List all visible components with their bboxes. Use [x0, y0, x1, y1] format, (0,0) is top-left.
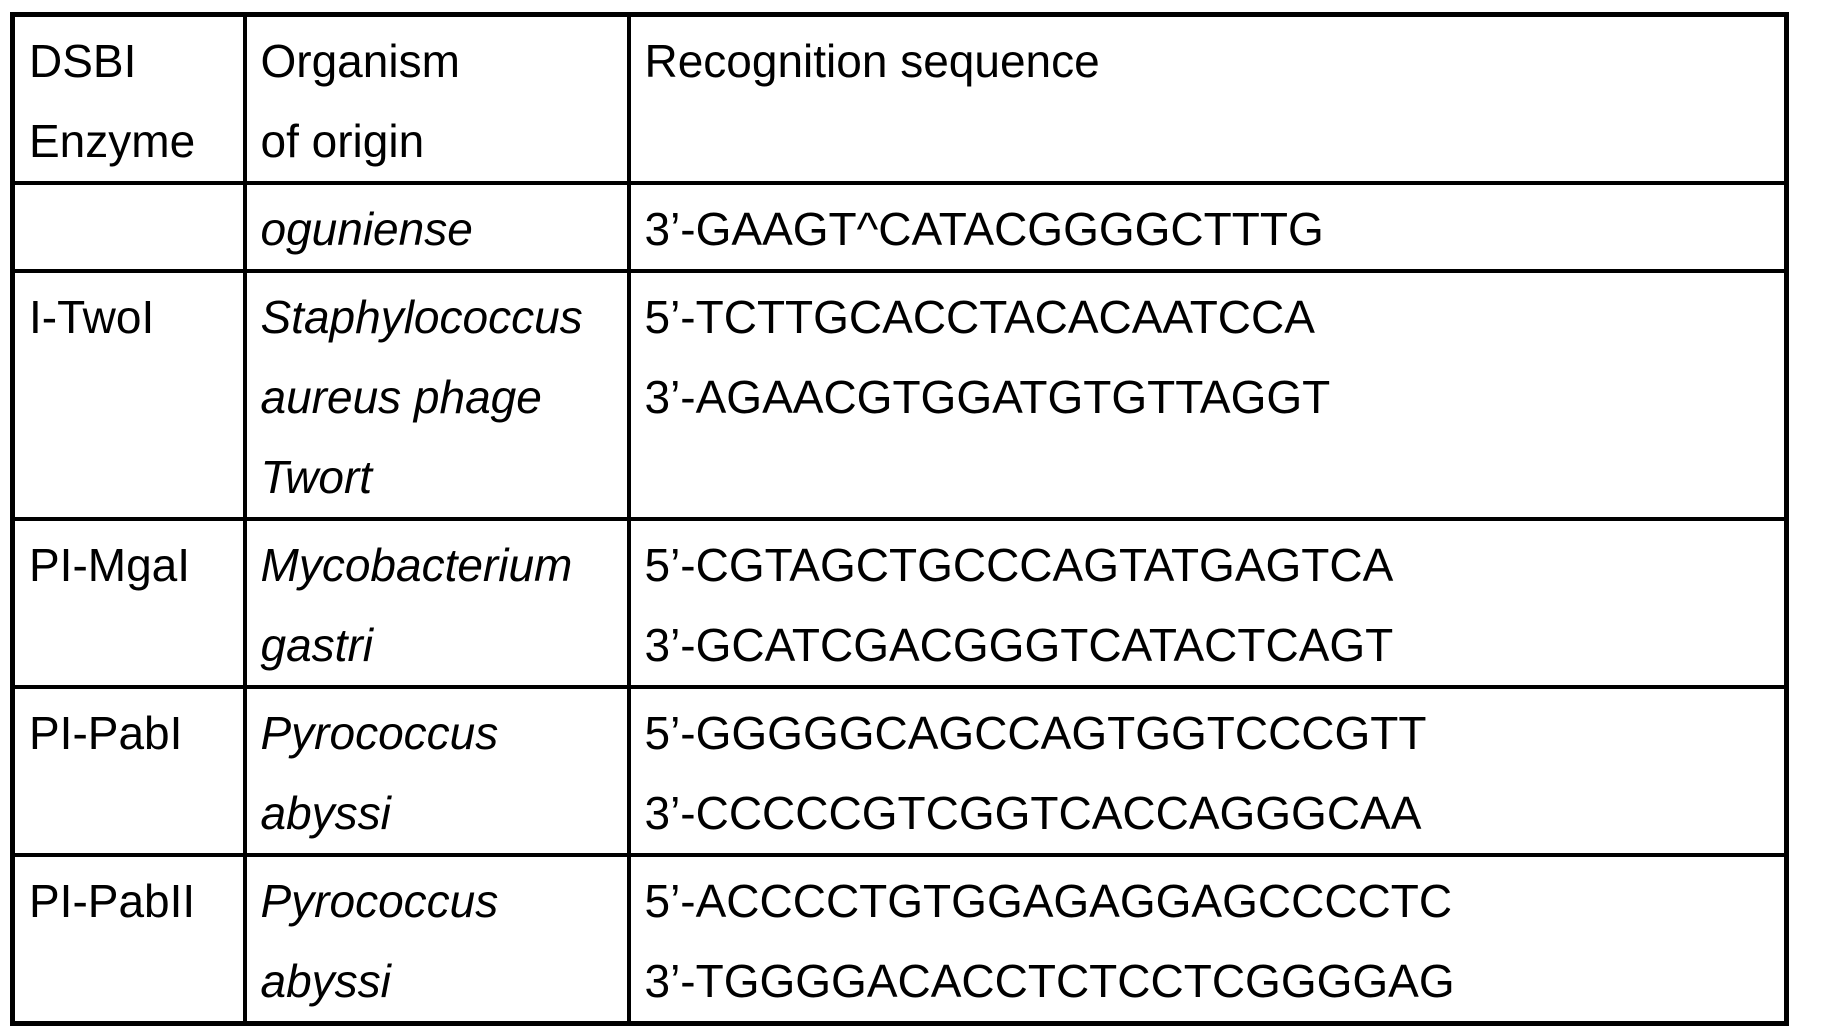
header-enzyme-line: DSBI — [29, 35, 137, 87]
organism-line: abyssi — [260, 955, 391, 1007]
enzyme-name: PI-MgaI — [29, 539, 191, 591]
organism-line: gastri — [260, 619, 373, 671]
organism-line: Pyrococcus — [260, 875, 499, 927]
organism-line: aureus phage — [260, 371, 542, 423]
enzyme-cell: PI-PabI — [10, 685, 247, 857]
document-page: DSBI Enzyme Organism of origin Recogniti… — [10, 12, 1789, 1026]
sequence-line: 5’-CGTAGCTGCCCAGTATGAGTCA — [644, 539, 1394, 591]
table-row: PI-PabI Pyrococcus abyssi 5’-GGGGGCAGCCA… — [10, 685, 1789, 857]
header-organism-line: Organism — [260, 35, 460, 87]
enzyme-cell: I-TwoI — [10, 269, 247, 521]
table-row: PI-MgaI Mycobacterium gastri 5’-CGTAGCTG… — [10, 517, 1789, 689]
sequence-line: 3’-GAAGT^CATACGGGGCTTTG — [644, 203, 1324, 255]
sequence-line: 5’-TCTTGCACCTACACAATCCA — [644, 291, 1315, 343]
table-row: I-TwoI Staphylococcus aureus phage Twort… — [10, 269, 1789, 521]
sequence-line: 3’-CCCCCGTCGGTCACCAGGGCAA — [644, 787, 1422, 839]
sequence-cell: 5’-CGTAGCTGCCCAGTATGAGTCA 3’-GCATCGACGGG… — [626, 517, 1789, 689]
enzyme-cell — [10, 181, 247, 273]
organism-cell: Pyrococcus abyssi — [242, 685, 631, 857]
header-cell-organism: Organism of origin — [242, 12, 631, 185]
header-cell-enzyme: DSBI Enzyme — [10, 12, 247, 185]
table-header-row: DSBI Enzyme Organism of origin Recogniti… — [10, 12, 1789, 185]
header-sequence-label: Recognition sequence — [644, 35, 1100, 87]
organism-cell: oguniense — [242, 181, 631, 273]
sequence-line: 3’-TGGGGACACCTCTCCTCGGGGAG — [644, 955, 1455, 1007]
organism-cell: Mycobacterium gastri — [242, 517, 631, 689]
organism-cell: Pyrococcus abyssi — [242, 853, 631, 1026]
enzyme-name: PI-PabII — [29, 875, 196, 927]
organism-line: Staphylococcus — [260, 291, 583, 343]
sequence-cell: 3’-GAAGT^CATACGGGGCTTTG — [626, 181, 1789, 273]
organism-cell: Staphylococcus aureus phage Twort — [242, 269, 631, 521]
enzyme-recognition-table: DSBI Enzyme Organism of origin Recogniti… — [10, 12, 1789, 1026]
table-row: oguniense 3’-GAAGT^CATACGGGGCTTTG — [10, 181, 1789, 273]
enzyme-name: I-TwoI — [29, 291, 155, 343]
header-organism-line: of origin — [260, 115, 425, 167]
sequence-cell: 5’-GGGGGCAGCCAGTGGTCCCGTT 3’-CCCCCGTCGGT… — [626, 685, 1789, 857]
enzyme-cell: PI-PabII — [10, 853, 247, 1026]
organism-line: Pyrococcus — [260, 707, 499, 759]
sequence-line: 3’-AGAACGTGGATGTGTTAGGT — [644, 371, 1331, 423]
enzyme-name: PI-PabI — [29, 707, 183, 759]
sequence-line: 3’-GCATCGACGGGTCATACTCAGT — [644, 619, 1394, 671]
sequence-cell: 5’-ACCCCTGTGGAGAGGAGCCCCTC 3’-TGGGGACACC… — [626, 853, 1789, 1026]
sequence-line: 5’-ACCCCTGTGGAGAGGAGCCCCTC — [644, 875, 1453, 927]
organism-line: oguniense — [260, 203, 473, 255]
organism-line: Mycobacterium — [260, 539, 573, 591]
organism-line: abyssi — [260, 787, 391, 839]
sequence-cell: 5’-TCTTGCACCTACACAATCCA 3’-AGAACGTGGATGT… — [626, 269, 1789, 521]
table-row: PI-PabII Pyrococcus abyssi 5’-ACCCCTGTGG… — [10, 853, 1789, 1026]
header-enzyme-line: Enzyme — [29, 115, 196, 167]
enzyme-cell: PI-MgaI — [10, 517, 247, 689]
sequence-line: 5’-GGGGGCAGCCAGTGGTCCCGTT — [644, 707, 1427, 759]
organism-line: Twort — [260, 451, 373, 503]
header-cell-sequence: Recognition sequence — [626, 12, 1789, 185]
